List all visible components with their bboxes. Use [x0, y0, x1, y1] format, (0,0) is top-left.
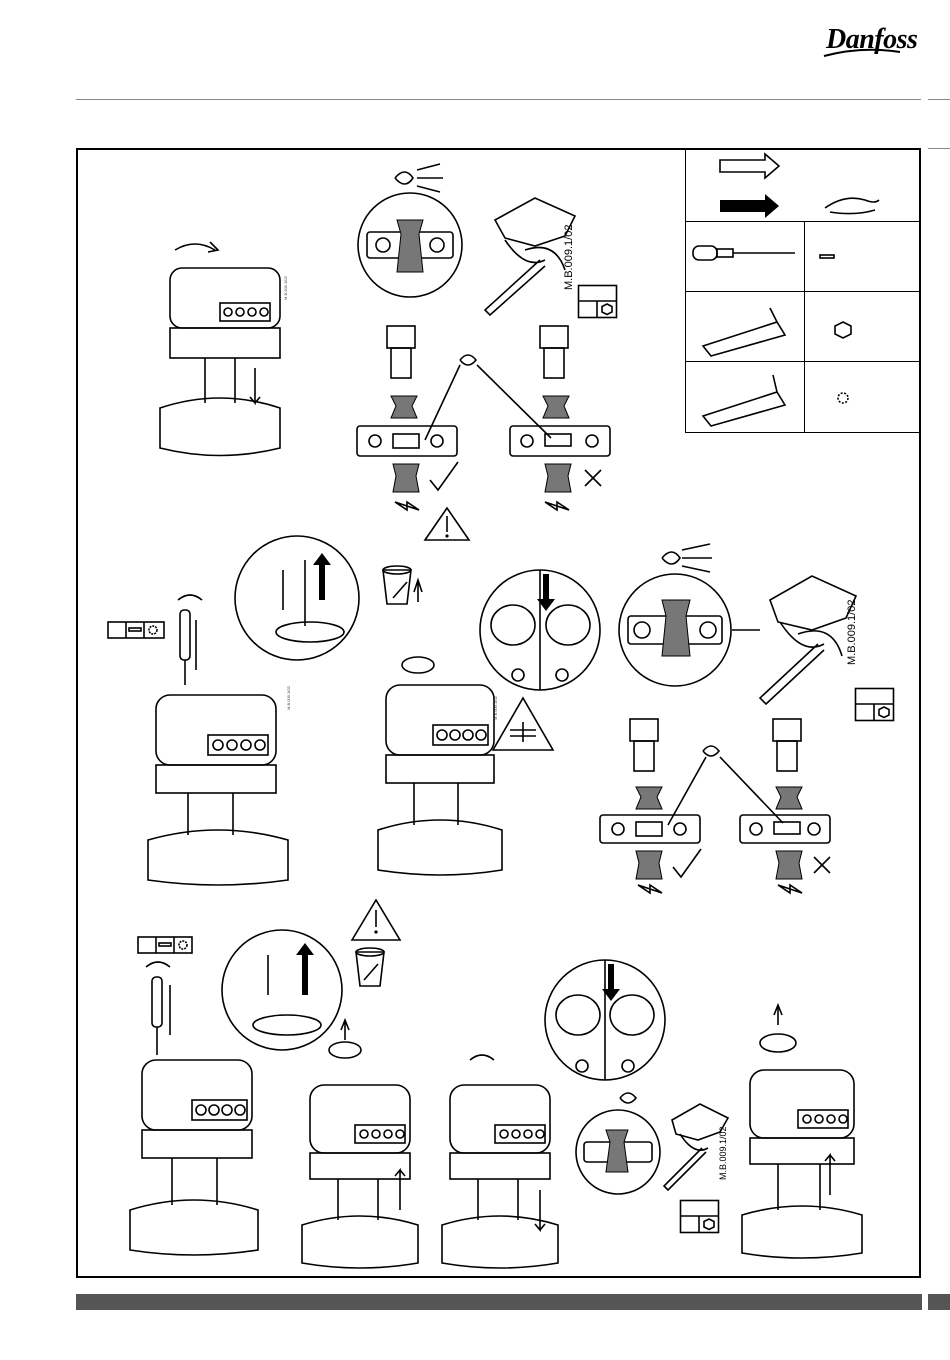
side-rule-tab — [928, 148, 950, 149]
coupling-check-mid — [598, 715, 838, 895]
cross-icon-2 — [814, 857, 830, 873]
eye-icon-4 — [703, 746, 719, 756]
rotate-icon — [175, 244, 215, 250]
cup-icon-2 — [350, 940, 390, 1000]
hex-size-box-3 — [680, 1200, 720, 1234]
hand-press-icon — [825, 198, 879, 213]
cross-icon — [585, 470, 601, 486]
brand-logo: Danfoss — [826, 22, 930, 58]
actuator-step-1 — [150, 238, 290, 463]
header-rule-tab — [928, 99, 950, 100]
check-icon — [430, 462, 458, 490]
torx-key-icon — [703, 375, 785, 426]
legend-drawings — [685, 150, 920, 433]
slot-bit-icon — [820, 255, 834, 258]
figure-code-small-2: M.B.009.1/02 — [286, 686, 291, 710]
figure-code-bottom: M.B.009.1/02 — [718, 1126, 728, 1180]
figure-code-top: M.B.009.1/02 — [563, 225, 575, 290]
eye-icon — [395, 172, 413, 184]
figure-code-small-3: M.B.009.1/02 — [493, 696, 498, 720]
eye-icon-3 — [662, 552, 680, 564]
screwdriver-icon — [693, 246, 795, 260]
check-icon-2 — [673, 849, 701, 877]
hex-size-box-2 — [855, 688, 895, 722]
actuator-step-5 — [300, 1020, 430, 1270]
figure-code-mid: M.B.009.1/02 — [846, 600, 858, 665]
footer-bar — [76, 1294, 922, 1310]
coupling-check-top — [355, 320, 615, 515]
header-rule — [76, 99, 921, 100]
actuator-step-3 — [378, 580, 608, 880]
figure-code-small: M.B.009.1/02 — [283, 276, 288, 300]
solid-arrow-icon — [720, 194, 779, 218]
eye-icon-5 — [620, 1093, 636, 1103]
eye-icon-2 — [460, 355, 476, 365]
actuator-step-7 — [738, 1005, 868, 1260]
torx-bit-icon — [838, 393, 848, 403]
hex-size-box — [578, 285, 618, 319]
outline-arrow-icon — [720, 154, 779, 178]
hex-bit-icon — [835, 322, 851, 338]
logo-swoosh-icon — [822, 48, 902, 58]
hex-key-icon — [703, 308, 785, 356]
footer-page-tab — [928, 1294, 950, 1310]
